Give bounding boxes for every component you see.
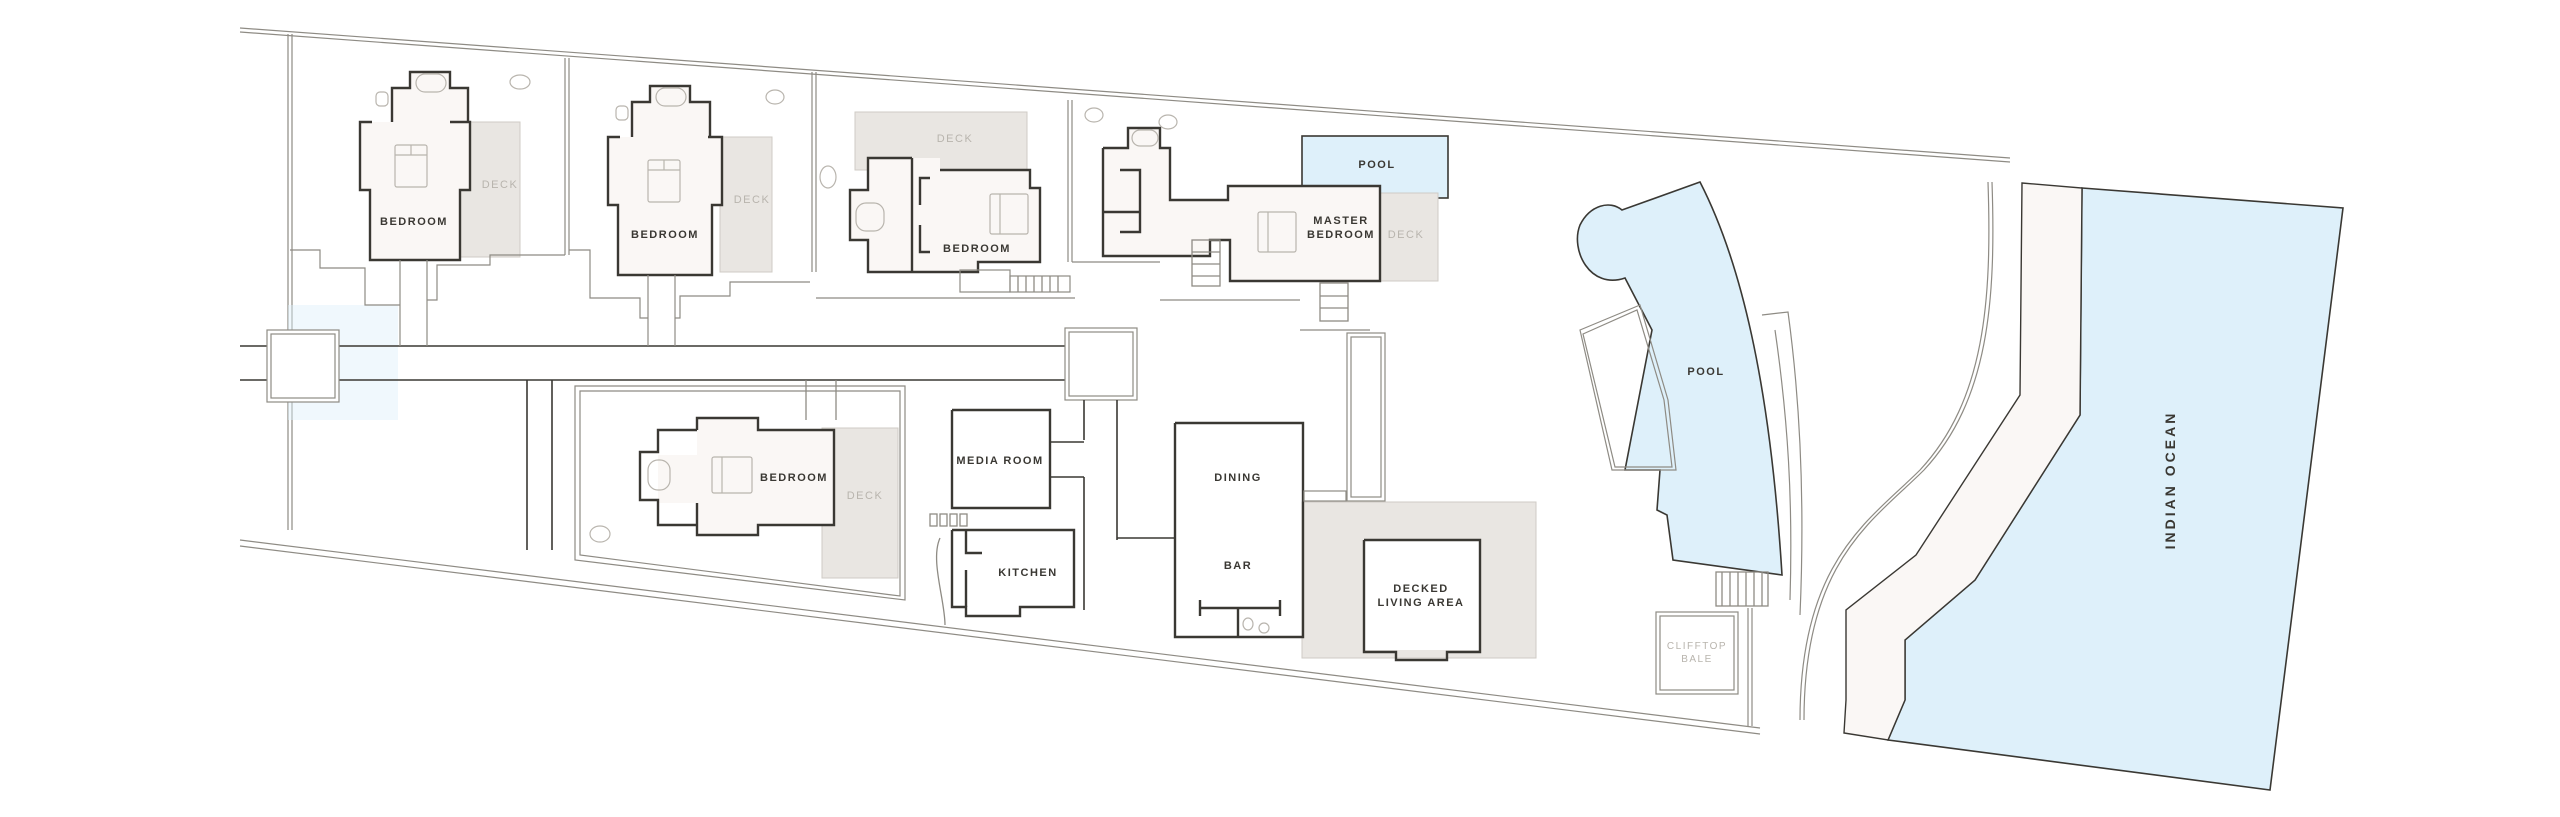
decked-living-label-line1: DECKED [1393,583,1449,595]
site-boundary [239,27,2011,735]
bedroom-3 [811,72,1075,299]
pool-steps [1715,571,1769,607]
indian-ocean [1799,181,2344,791]
decked-living-label-line2: LIVING AREA [1377,597,1465,609]
bedroom-1-deck-label: DECK [481,179,519,191]
dining-bar-block [1173,421,1537,662]
bedroom-2 [564,58,810,346]
main-corridor [240,305,1176,550]
bedroom-1 [290,70,565,346]
bedroom-4-label: BEDROOM [760,472,828,484]
kitchen-label: KITCHEN [998,567,1058,579]
bar-label: BAR [1223,560,1253,572]
clifftop-bale [1655,608,1753,726]
bedroom-4 [574,380,906,601]
dining-label: DINING [1214,472,1262,484]
bedroom-4-deck-label: DECK [846,490,884,502]
indian-ocean-label: INDIAN OCEAN [2162,410,2178,550]
bedroom-1-label: BEDROOM [380,216,448,228]
bedroom-3-label: BEDROOM [943,243,1011,255]
bedroom-2-deck-label: DECK [733,194,771,206]
clifftop-bale-label-line1: CLIFFTOP [1666,641,1728,652]
master-bedroom-label-line2: BEDROOM [1307,229,1375,241]
master-bedroom [1067,100,1449,331]
decked-living-area-label: DECKED LIVING AREA [1378,582,1465,610]
main-pool [1576,181,1803,616]
clifftop-bale-label-line2: BALE [1681,654,1713,665]
master-pool-label: POOL [1358,159,1396,171]
media-room-label: MEDIA ROOM [956,455,1044,467]
clifftop-bale-label: CLIFFTOP BALE [1667,640,1727,666]
bedroom-2-label: BEDROOM [631,229,699,241]
main-pool-label: POOL [1687,366,1725,378]
master-bedroom-label: MASTER BEDROOM [1307,214,1375,242]
media-kitchen-block [929,408,1118,626]
walkway [1346,332,1386,502]
master-deck-label: DECK [1387,229,1425,241]
master-bedroom-label-line1: MASTER [1313,215,1369,227]
bedroom-3-deck-label: DECK [936,133,974,145]
